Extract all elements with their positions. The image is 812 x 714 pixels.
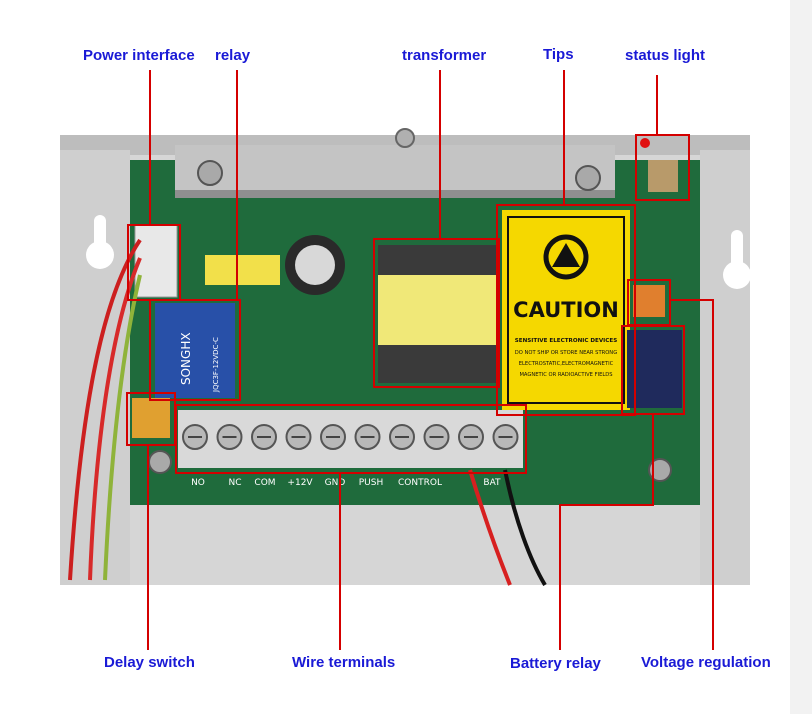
terminal-labels: NO NC COM +12V GND PUSH CONTROL BAT (191, 478, 501, 488)
enclosure-right-wall (700, 150, 750, 585)
label-status-light: status light (625, 47, 706, 64)
keyhole-left-slot (94, 215, 106, 255)
callout-box-status-light (635, 134, 690, 201)
coil (205, 255, 280, 285)
callout-box-relay (149, 299, 241, 401)
led-legs (648, 160, 678, 192)
label-voltage-regulation: Voltage regulation (641, 654, 771, 671)
leader-battery-relay (559, 414, 654, 650)
screw-heatsink-right (575, 165, 601, 191)
relay-spec: JQC3F-12VDC-C (212, 337, 220, 393)
callout-box-wire-terminals (175, 404, 527, 474)
label-wire-terminals: Wire terminals (292, 654, 396, 671)
screw-board-right (648, 458, 672, 482)
screw-heatsink-left (197, 160, 223, 186)
terminal-label: BAT (483, 478, 501, 488)
label-tips: Tips (543, 46, 574, 63)
terminal-label: NO (191, 478, 205, 488)
delay-potentiometer (132, 398, 170, 438)
voltage-potentiometer (633, 285, 665, 317)
heatsink (175, 145, 615, 195)
caution-heading: CAUTION (513, 298, 619, 322)
screw-enclosure-top (395, 128, 415, 148)
label-delay-switch: Delay switch (104, 654, 195, 671)
label-power-interface: Power interface (83, 47, 195, 64)
terminal-screws (182, 424, 519, 450)
terminal-label: PUSH (359, 478, 384, 488)
terminal-label: GND (325, 478, 346, 488)
esd-symbol-icon (543, 234, 589, 280)
screw-board-left (148, 450, 172, 474)
battery-relay-component (627, 330, 682, 408)
caution-line-1: SENSITIVE ELECTRONIC DEVICES (515, 338, 617, 344)
transformer-winding (378, 275, 496, 345)
caution-line-4: MAGNETIC OR RADIOACTIVE FIELDS (519, 372, 612, 378)
wire-yellow-green (103, 274, 142, 581)
callout-box-tips (496, 204, 636, 416)
caution-line-2: DO NOT SHIP OR STORE NEAR STRONG (515, 350, 617, 356)
caution-sticker-border (507, 216, 625, 404)
wire-black-battery (503, 469, 547, 587)
terminal-label: NC (228, 478, 241, 488)
enclosure-right-edge (790, 0, 812, 714)
label-battery-relay: Battery relay (510, 655, 601, 672)
power-connector (134, 224, 178, 298)
terminal-label: +12V (287, 478, 313, 488)
relay-brand: SONGHX (179, 332, 193, 385)
keyhole-right-slot (731, 230, 743, 275)
wire-red-1 (68, 238, 142, 581)
callout-box-transformer (373, 238, 500, 388)
terminal-label: COM (254, 478, 275, 488)
heatsink-shadow (175, 190, 615, 198)
terminal-label: CONTROL (398, 478, 442, 488)
esd-triangle-icon (552, 243, 580, 267)
label-relay: relay (215, 47, 251, 64)
label-transformer: transformer (402, 47, 487, 64)
leader-voltage-regulation (670, 299, 714, 650)
status-led (640, 138, 650, 148)
wire-red-battery (468, 469, 512, 586)
relay-component (155, 303, 235, 398)
capacitor-top (295, 245, 335, 285)
caution-line-3: ELECTROSTATIC,ELECTROMAGNETIC (519, 361, 614, 367)
